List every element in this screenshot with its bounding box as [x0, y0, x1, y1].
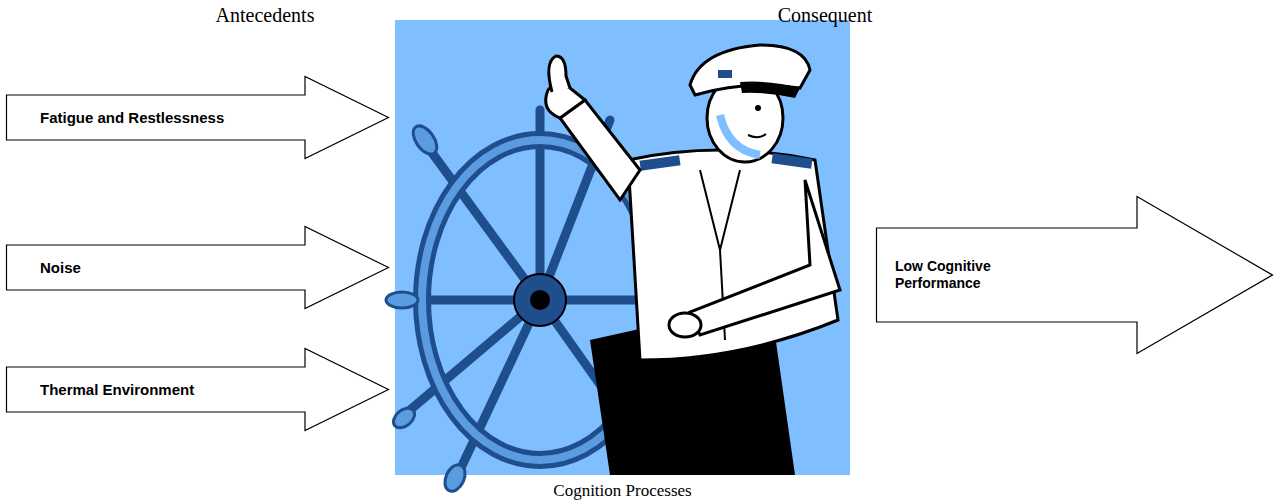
sailor-eye — [755, 105, 761, 111]
cap-visor — [740, 82, 800, 98]
wheel-rim-highlight — [422, 140, 658, 460]
arrow-label: Low Cognitive Performance — [895, 258, 1035, 292]
antecedent-arrow: Noise — [5, 225, 390, 310]
shirt-collar — [700, 170, 740, 250]
arrow-label: Fatigue and Restlessness — [40, 109, 224, 127]
picture-ground — [395, 20, 850, 501]
picture-caption: Cognition Processes — [553, 481, 691, 501]
sailor-raised-arm — [560, 100, 640, 200]
sailor-head — [707, 74, 783, 162]
cap-badge — [718, 70, 732, 78]
wheel-hub — [514, 274, 566, 326]
sailor-shirt — [628, 150, 838, 360]
consequent-arrow: Low Cognitive Performance — [875, 195, 1274, 355]
block-arrow-shape — [7, 227, 389, 309]
column-heading: Consequent — [778, 4, 872, 27]
wheel-spokes — [405, 110, 672, 470]
epaulette — [639, 155, 680, 170]
block-arrow-shape — [7, 77, 389, 159]
antecedent-arrow: Fatigue and Restlessness — [5, 75, 390, 160]
sailor-thumb — [549, 56, 570, 92]
sailor-hand — [669, 313, 701, 337]
column-heading: Antecedents — [216, 4, 315, 27]
sailor-raised-hand — [546, 84, 585, 118]
epaulette — [771, 153, 812, 168]
sailor-lower-arm — [690, 180, 840, 335]
wheel-axle — [530, 290, 550, 310]
wheel-handles — [386, 122, 469, 495]
antecedent-arrow: Thermal Environment — [5, 347, 390, 432]
sailor-cap — [690, 45, 810, 95]
block-arrow-shape — [7, 349, 389, 431]
arrow-label: Noise — [40, 259, 81, 277]
face-shade — [720, 115, 760, 155]
sailor-trousers — [590, 300, 795, 475]
sailor-mouth — [748, 134, 766, 137]
block-arrow-shape — [877, 197, 1273, 354]
cognition-picture-box: Cognition Processes — [395, 20, 850, 501]
wheel-rim — [422, 140, 658, 460]
picture-blue-ground — [395, 20, 850, 475]
arrow-label: Thermal Environment — [40, 381, 194, 399]
shirt-placket — [720, 250, 725, 340]
